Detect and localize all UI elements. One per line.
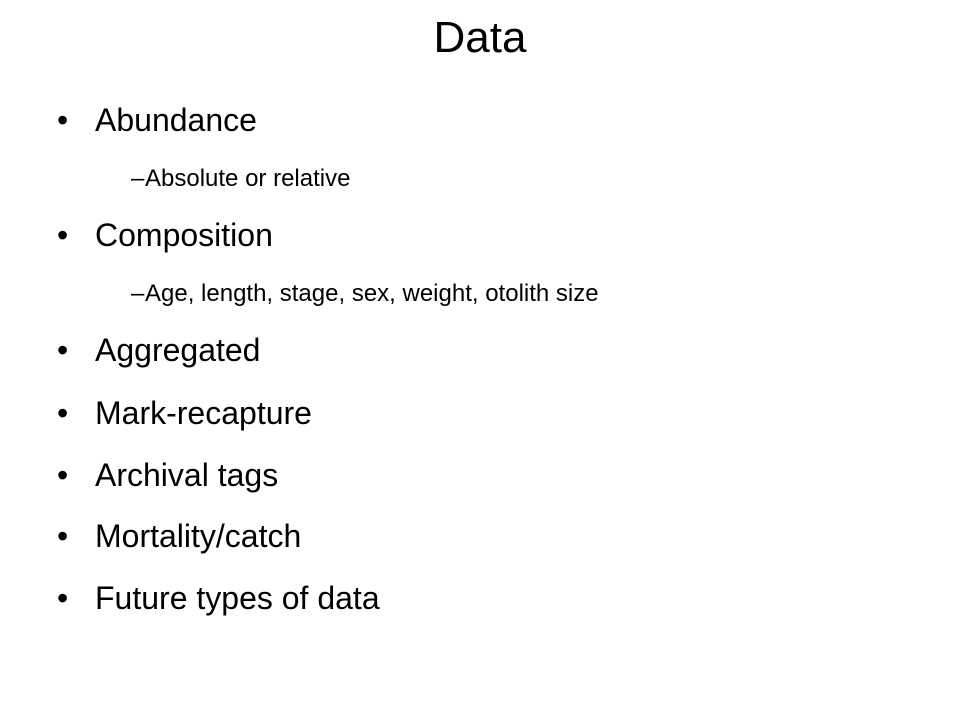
bullet-item: • Mark-recapture <box>57 393 312 433</box>
bullet-glyph: • <box>57 518 69 554</box>
bullet-glyph: • <box>57 102 69 138</box>
dash-glyph: – <box>131 280 145 307</box>
bullet-glyph: • <box>57 457 69 493</box>
bullet-glyph: • <box>57 395 69 431</box>
bullet-text: Future types of data <box>95 580 380 616</box>
bullet-text: Aggregated <box>95 332 261 368</box>
bullet-glyph: • <box>57 580 69 616</box>
bullet-glyph: • <box>57 217 69 253</box>
bullet-glyph: • <box>57 332 69 368</box>
bullet-text: Mark-recapture <box>95 395 312 431</box>
bullet-item: • Mortality/catch <box>57 516 301 556</box>
bullet-item: • Abundance <box>57 100 257 140</box>
sub-bullet-item: –Absolute or relative <box>131 164 350 194</box>
bullet-text: Mortality/catch <box>95 518 302 554</box>
sub-bullet-item: –Age, length, stage, sex, weight, otolit… <box>131 279 599 309</box>
sub-bullet-text: Absolute or relative <box>145 165 351 192</box>
bullet-item: • Composition <box>57 215 273 255</box>
bullet-item: • Future types of data <box>57 578 380 618</box>
bullet-item: • Aggregated <box>57 330 260 370</box>
bullet-text: Composition <box>95 217 273 253</box>
bullet-text: Abundance <box>95 102 257 138</box>
sub-bullet-text: Age, length, stage, sex, weight, otolith… <box>145 280 599 307</box>
bullet-text: Archival tags <box>95 457 279 493</box>
bullet-item: • Archival tags <box>57 455 278 495</box>
dash-glyph: – <box>131 165 145 192</box>
slide-title: Data <box>433 13 527 62</box>
